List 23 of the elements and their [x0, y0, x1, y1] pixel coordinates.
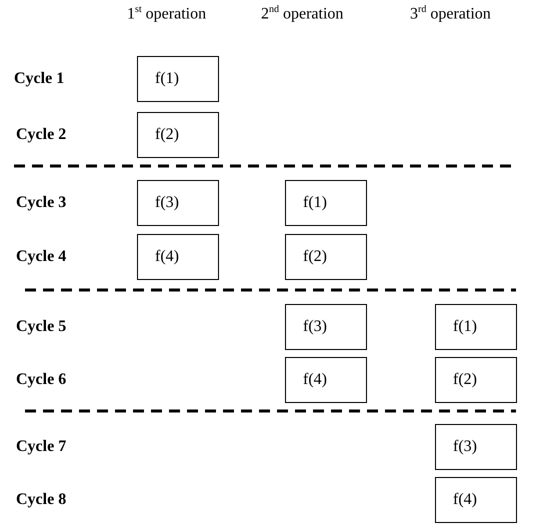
row-label: Cycle 5 [16, 318, 66, 336]
process-box: f(2) [435, 357, 517, 403]
row-label: Cycle 7 [16, 438, 66, 456]
row-label: Cycle 2 [16, 126, 66, 144]
process-box: f(4) [435, 477, 517, 523]
process-box: f(1) [435, 304, 517, 350]
process-box: f(3) [435, 424, 517, 470]
column-header: 1$^{st}$ operation [127, 4, 206, 24]
row-label: Cycle 1 [14, 70, 64, 88]
process-box: f(1) [285, 180, 367, 226]
process-box: f(3) [137, 180, 219, 226]
column-header: 2$^{nd}$ operation [261, 4, 344, 24]
process-box: f(4) [285, 357, 367, 403]
row-label: Cycle 4 [16, 248, 66, 266]
process-box: f(2) [137, 112, 219, 158]
process-box: f(1) [137, 56, 219, 102]
row-label: Cycle 6 [16, 371, 66, 389]
column-header: 3$^{rd}$ operation [410, 4, 491, 24]
process-box: f(4) [137, 234, 219, 280]
row-label: Cycle 8 [16, 491, 66, 509]
process-box: f(3) [285, 304, 367, 350]
row-label: Cycle 3 [16, 194, 66, 212]
process-box: f(2) [285, 234, 367, 280]
